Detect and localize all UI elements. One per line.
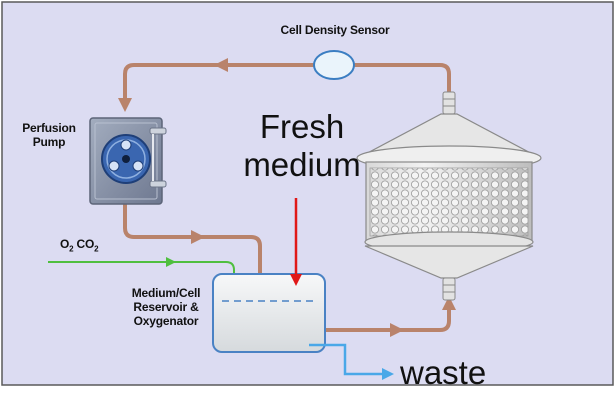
gas-line [48,261,235,282]
waste-arrow [309,343,384,376]
gas-arrow-mid [166,257,176,267]
reservoir-label-line2: Reservoir & [133,299,199,314]
sensor-label-text: Cell Density Sensor [280,23,390,37]
reservoir-label-line3: Oxygenator [133,313,199,328]
flow-arrow-into-pump [118,98,132,112]
gas-o2-subscript: 2 [69,244,74,254]
flow-arrow-reservoir-output [390,323,404,337]
sensor-label: Cell Density Sensor [262,23,408,38]
fresh-medium-line2: medium [243,146,361,183]
fresh-medium-label: Fresh medium [222,108,382,184]
flow-arrow-into-bioreactor [442,296,456,310]
pump-label-line1: Perfusion [22,121,76,135]
perfusion-pump [89,117,167,205]
waste-label-text: waste [400,354,487,391]
reservoir-label-line1: Medium/Cell [131,286,201,300]
pump-label-line2: Pump [32,134,66,149]
fresh-medium-line1: Fresh [259,108,345,145]
flow-line-top [353,63,451,94]
waste-label: waste [400,354,504,392]
pump-label: Perfusion Pump [14,121,84,150]
gas-label: O2 CO2 [60,237,130,254]
gas-co2-text: CO [73,237,95,251]
gas-o2-text: O [60,237,70,251]
reservoir-label: Medium/Cell Reservoir & Oxygenator [118,286,214,328]
gas-co2-subscript: 2 [94,244,99,254]
waste-arrowhead [382,368,394,380]
flow-line-sensor-to-pump [123,63,316,106]
cell-density-sensor [313,50,355,80]
fresh-medium-arrowhead [290,274,302,286]
flow-arrow-pump-output [191,230,205,244]
flow-arrow-top [214,58,228,72]
flow-line-reservoir-to-bioreactor [320,300,451,332]
reservoir-tank [212,273,326,353]
bioreactor-vessel [356,91,542,301]
